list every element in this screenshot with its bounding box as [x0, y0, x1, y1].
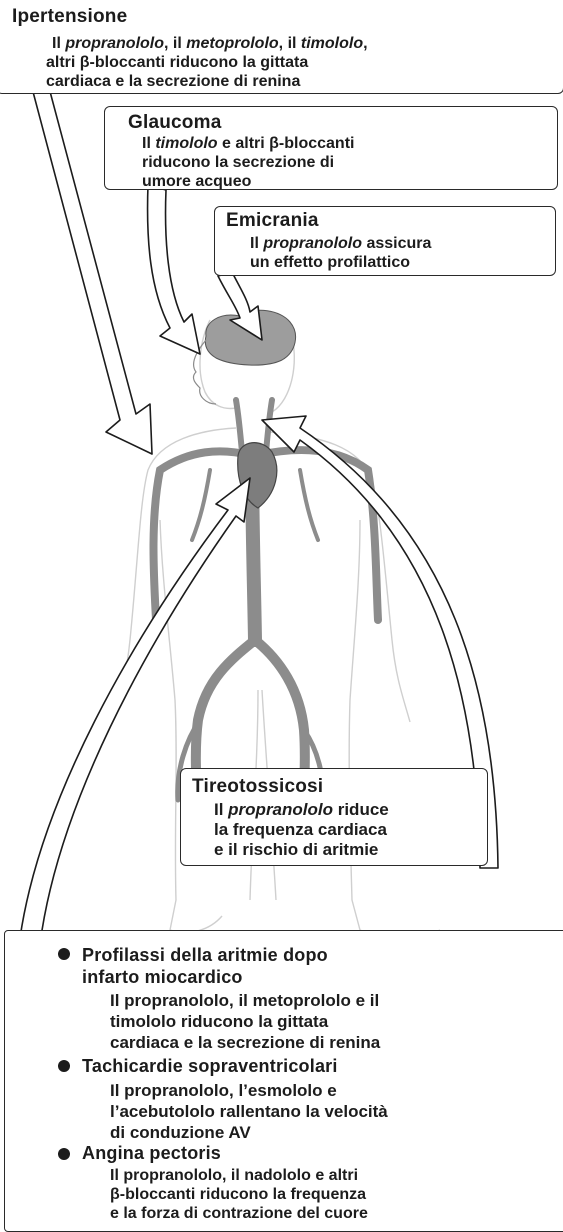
migraine-title: Emicrania [226, 210, 319, 232]
text-line: altri β-bloccanti riducono la gittata [46, 53, 368, 72]
arrow-heart [20, 478, 250, 944]
text-line: Il propranololo, il metoprololo, il timo… [52, 34, 368, 53]
angina-text: Il propranololo, il nadololo e altri β-b… [110, 1166, 368, 1223]
arrhythmia-title: Profilassi della aritmie dopo infarto mi… [82, 944, 328, 988]
title-line: infarto miocardico [82, 966, 328, 988]
text-line: Il propranololo, l’esmololo e [110, 1080, 388, 1101]
hypertension-text: Il propranololo, il metoprololo, il timo… [52, 34, 368, 91]
text-line: e il rischio di aritmie [214, 840, 389, 860]
bullet-dot [58, 948, 70, 960]
text-line: Il propranololo riduce [214, 800, 389, 820]
title-line: Angina pectoris [82, 1143, 221, 1164]
text-line: Il propranololo assicura [250, 234, 431, 253]
hypertension-title: Ipertensione [12, 6, 127, 28]
text-line: cardiaca e la secrezione di renina [110, 1032, 380, 1053]
migraine-text: Il propranololo assicura un effetto prof… [250, 234, 431, 272]
glaucoma-text: Il timololo e altri β-bloccanti riducono… [142, 134, 354, 191]
text-line: la frequenza cardiaca [214, 820, 389, 840]
bullet-dot [58, 1060, 70, 1072]
angina-title: Angina pectoris [82, 1143, 221, 1164]
text-line: Il propranololo, il nadololo e altri [110, 1166, 368, 1185]
svt-text: Il propranololo, l’esmololo e l’acebutol… [110, 1080, 388, 1143]
thyrotoxicosis-title: Tireotossicosi [192, 776, 323, 798]
text-line: un effetto profilattico [250, 253, 431, 272]
text-line: umore acqueo [142, 172, 354, 191]
text-line: cardiaca e la secrezione di renina [46, 72, 368, 91]
text-line: riducono la secrezione di [142, 153, 354, 172]
text-line: timololo riducono la gittata [110, 1011, 380, 1032]
thyrotoxicosis-text: Il propranololo riduce la frequenza card… [214, 800, 389, 860]
text-line: β-bloccanti riducono la frequenza [110, 1185, 368, 1204]
title-line: Profilassi della aritmie dopo [82, 944, 328, 966]
glaucoma-title: Glaucoma [128, 112, 221, 134]
arrhythmia-text: Il propranololo, il metoprololo e il tim… [110, 990, 380, 1053]
bullet-dot [58, 1148, 70, 1160]
text-line: l’acebutololo rallentano la velocità [110, 1101, 388, 1122]
svt-title: Tachicardie sopraventricolari [82, 1056, 338, 1077]
text-line: di conduzione AV [110, 1122, 388, 1143]
text-line: e la forza di contrazione del cuore [110, 1204, 368, 1223]
text-line: Il propranololo, il metoprololo e il [110, 990, 380, 1011]
text-line: Il timololo e altri β-bloccanti [142, 134, 354, 153]
arrow-glaucoma [148, 185, 200, 354]
title-line: Tachicardie sopraventricolari [82, 1056, 338, 1077]
